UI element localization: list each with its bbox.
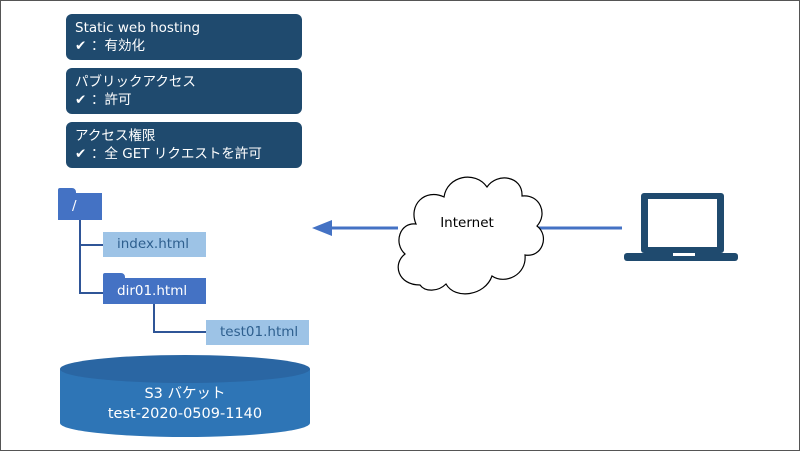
tree-connector xyxy=(153,331,206,333)
s3-bucket-icon xyxy=(60,355,310,437)
access-permission-card: アクセス権限 ✔：全 GET リクエストを許可 xyxy=(66,122,302,168)
bucket-name: test-2020-0509-1140 xyxy=(107,406,263,422)
laptop-icon xyxy=(624,193,738,261)
public-access-card: パブリックアクセス ✔：許可 xyxy=(66,68,302,114)
s3-bucket-label: S3 バケット test-2020-0509-1140 xyxy=(60,384,310,424)
static-hosting-card: Static web hosting ✔：有効化 xyxy=(66,14,302,60)
folder-tab-icon xyxy=(58,188,76,194)
folder-tab-icon xyxy=(103,273,125,279)
root-folder[interactable]: / xyxy=(58,193,102,220)
dir01-folder[interactable]: dir01.html xyxy=(103,278,206,304)
folder-label: dir01.html xyxy=(117,283,188,299)
root-folder-label: / xyxy=(72,198,77,214)
internet-cloud-icon xyxy=(397,176,544,295)
card-detail: ：許可 xyxy=(91,92,132,108)
card-title: Static web hosting xyxy=(75,20,201,36)
bucket-title: S3 バケット xyxy=(144,386,226,402)
file-label: index.html xyxy=(117,236,189,252)
tree-connector xyxy=(153,304,155,333)
internet-label: Internet xyxy=(440,215,494,231)
checkmark-icon: ✔ xyxy=(75,38,87,54)
tree-connector xyxy=(79,220,81,293)
tree-connector xyxy=(79,292,103,294)
index-html-file[interactable]: index.html xyxy=(103,232,206,257)
checkmark-icon: ✔ xyxy=(75,146,87,162)
tree-connector xyxy=(79,244,103,246)
card-detail: ：全 GET リクエストを許可 xyxy=(91,146,262,162)
file-label: test01.html xyxy=(220,324,299,340)
checkmark-icon: ✔ xyxy=(75,92,87,108)
request-arrow xyxy=(312,220,398,236)
card-detail: ：有効化 xyxy=(91,38,145,54)
card-title: パブリックアクセス xyxy=(75,74,196,90)
card-title: アクセス権限 xyxy=(75,128,156,144)
test01-html-file[interactable]: test01.html xyxy=(206,320,309,345)
